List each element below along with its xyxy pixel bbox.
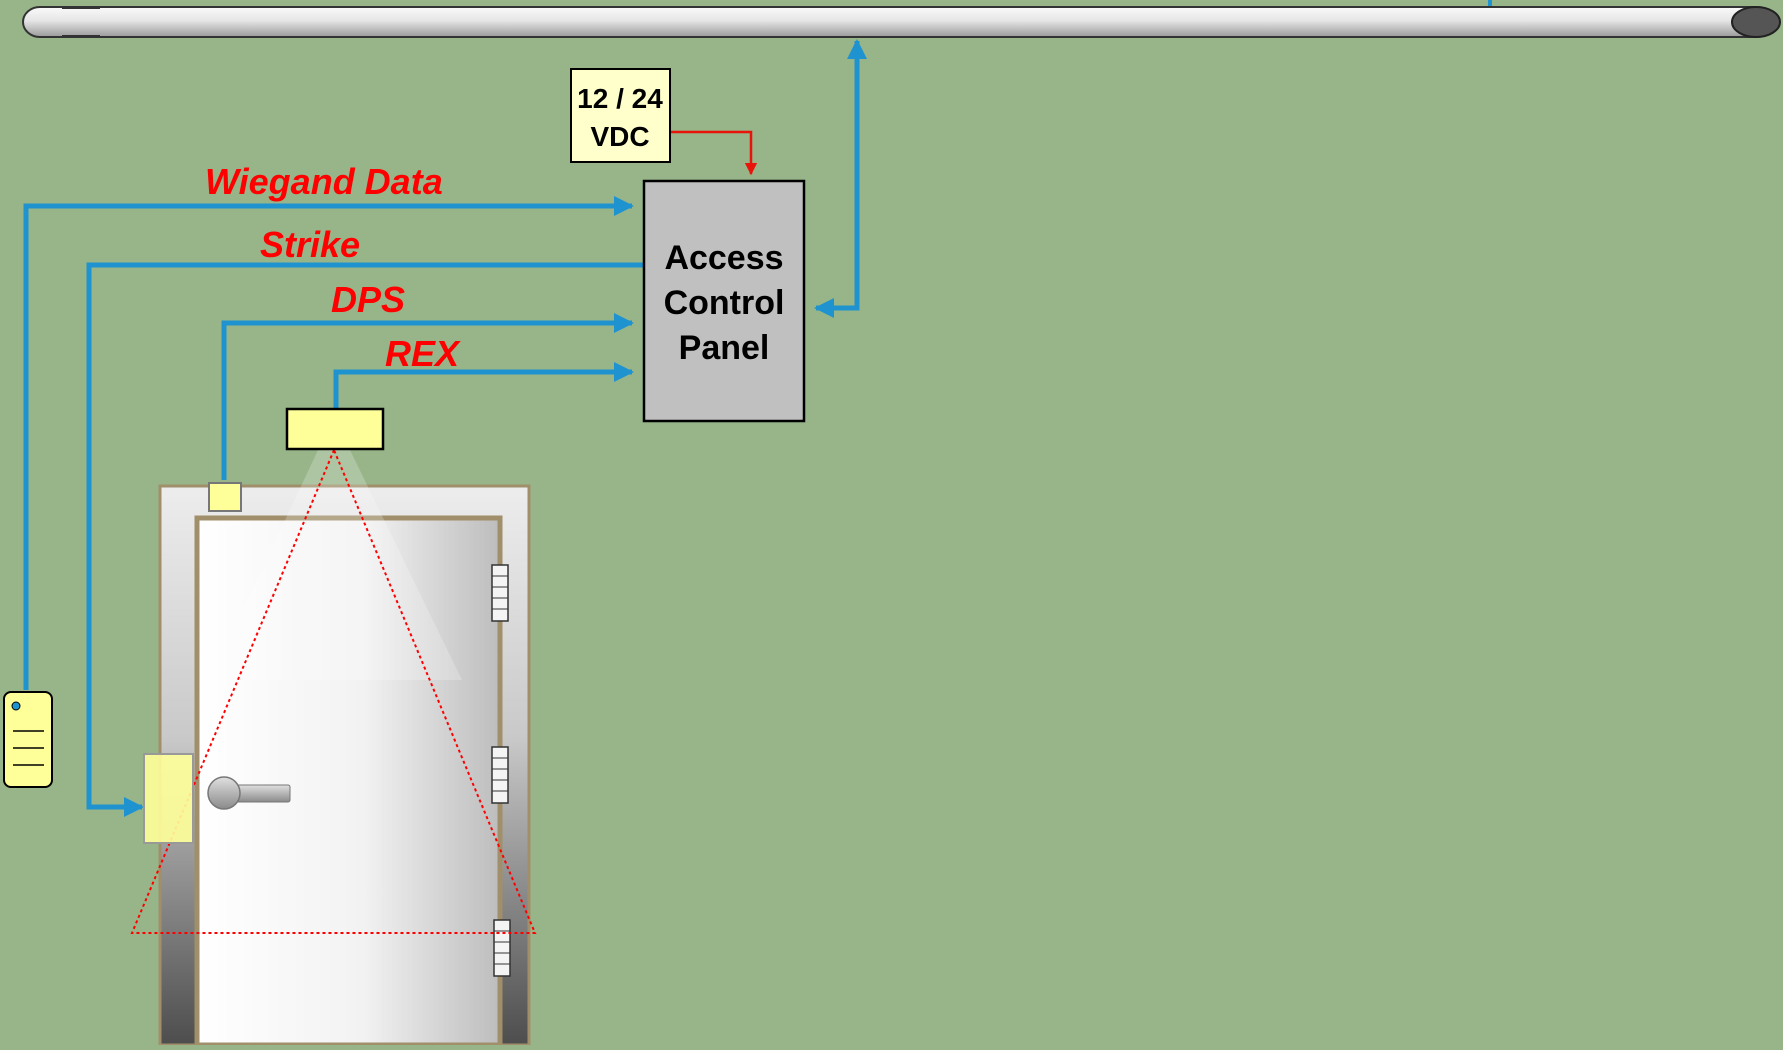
dps-sensor — [208, 482, 242, 512]
dps-label: DPS — [331, 279, 405, 320]
rex-detection-cone — [130, 447, 537, 934]
signal-wires — [23, 39, 867, 817]
panel-line2: Control — [664, 284, 785, 322]
hinge-icon — [491, 564, 509, 622]
access-control-panel: Access Control Panel — [642, 179, 806, 423]
bus-end-cap — [1731, 6, 1781, 38]
network-link-wire — [814, 39, 867, 318]
strike-wire — [86, 262, 643, 817]
hinge-icon — [491, 746, 509, 804]
hinge-icon — [493, 919, 511, 977]
power-supply-line1: 12 / 24 — [577, 83, 663, 114]
card-reader — [3, 691, 53, 788]
rex-sensor — [285, 407, 385, 451]
strike-label: Strike — [260, 224, 360, 265]
wiegand-wire — [23, 196, 634, 690]
wiegand-label: Wiegand Data — [205, 161, 443, 202]
panel-line1: Access — [664, 239, 783, 277]
rex-wire — [333, 362, 634, 408]
power-supply-line2: VDC — [590, 121, 649, 152]
door-handle-icon — [207, 776, 291, 810]
dps-wire — [221, 313, 634, 480]
rex-label: REX — [385, 333, 461, 374]
electric-strike — [143, 753, 194, 844]
power-supply: 12 / 24 VDC — [570, 68, 671, 163]
panel-line3: Panel — [679, 329, 770, 367]
power-wire — [671, 130, 758, 176]
door-assembly — [158, 484, 531, 1048]
network-bus — [22, 0, 1781, 38]
